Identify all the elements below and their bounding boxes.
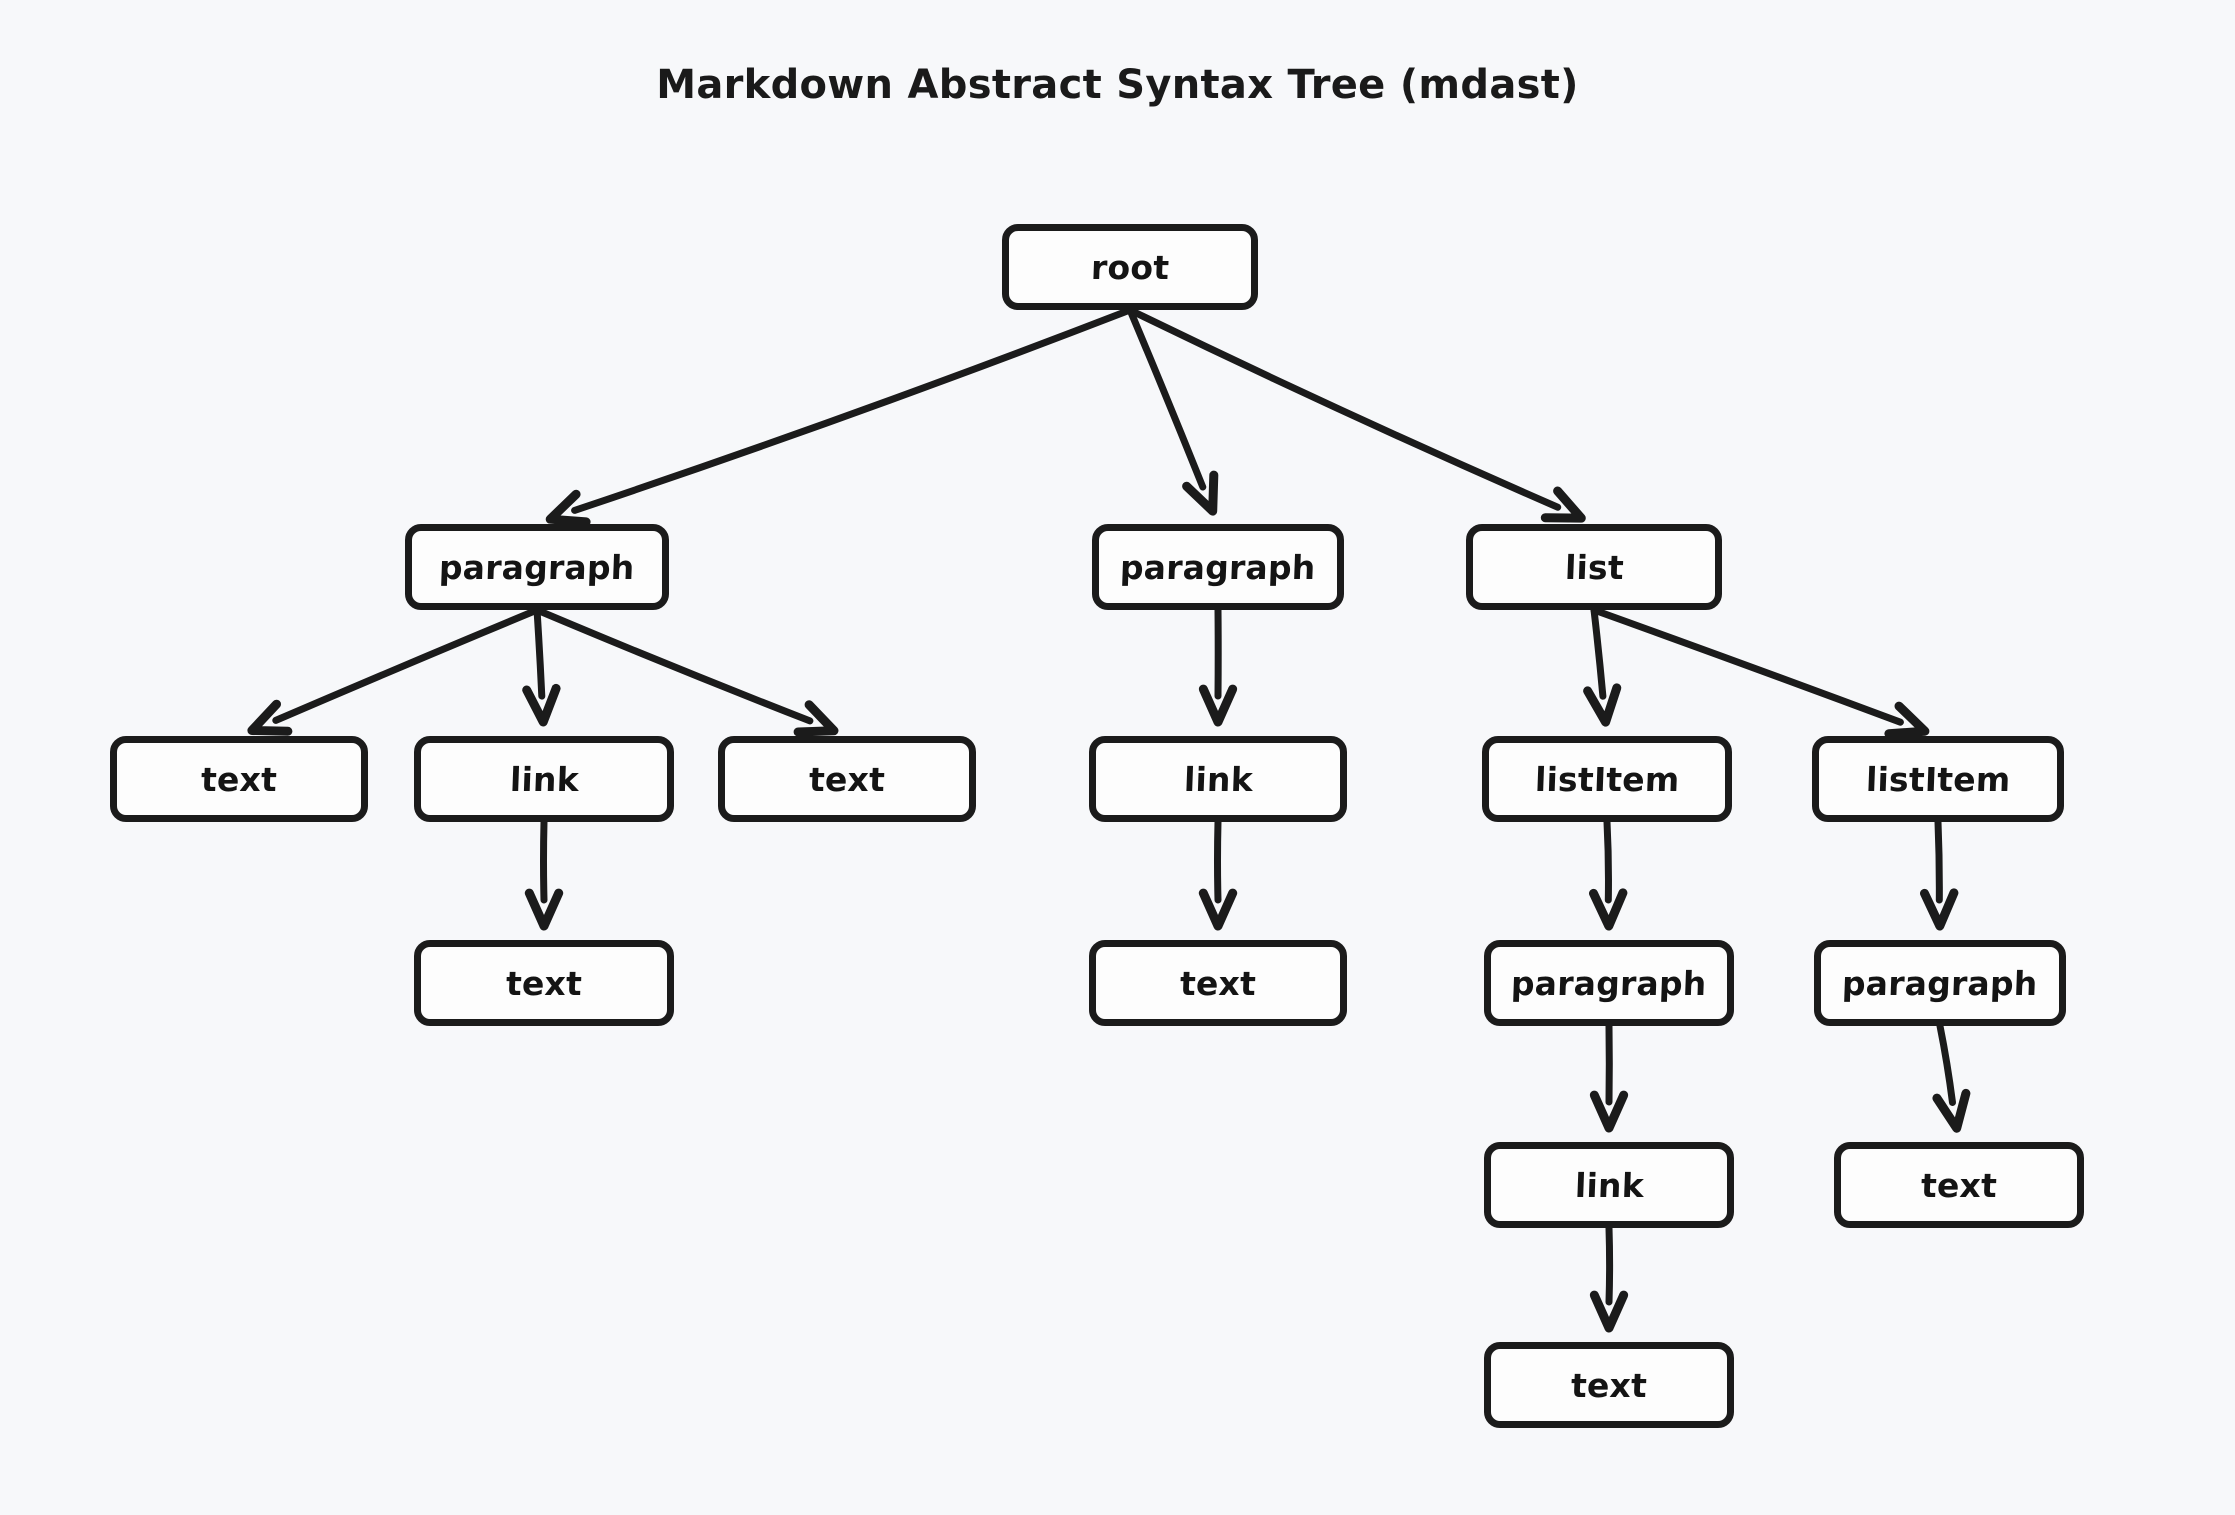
arrowhead-icon (550, 494, 586, 522)
arrowhead-icon (1594, 893, 1623, 926)
edge-line (1940, 1026, 1953, 1103)
node-list[interactable]: list (1466, 524, 1722, 610)
edge-p1-to-t1 (252, 610, 537, 731)
arrowhead-icon (1588, 688, 1617, 722)
edge-line (575, 310, 1130, 510)
node-li2[interactable]: listItem (1812, 736, 2064, 822)
arrowhead-icon (252, 704, 288, 731)
edge-p2-to-lnk2 (1203, 610, 1232, 722)
edge-line (1938, 822, 1939, 900)
edge-line (1609, 1228, 1610, 1302)
arrowhead-icon (1545, 491, 1581, 518)
edge-line (537, 610, 810, 721)
node-label: link (1183, 760, 1253, 799)
node-label: list (1564, 548, 1624, 587)
edge-line (276, 610, 537, 720)
arrowhead-icon (1203, 689, 1232, 722)
node-label: text (200, 760, 277, 799)
node-p4[interactable]: paragraph (1814, 940, 2066, 1026)
arrowhead-icon (798, 705, 834, 732)
node-label: text (505, 964, 582, 1003)
node-label: text (1179, 964, 1256, 1003)
node-label: text (1920, 1166, 1997, 1205)
edge-list-to-li2 (1594, 610, 1925, 734)
arrowhead-icon (529, 893, 558, 926)
arrowhead-icon (1937, 1093, 1966, 1128)
node-label: paragraph (439, 548, 636, 587)
arrowhead-icon (1203, 893, 1232, 926)
arrowhead-icon (1925, 893, 1954, 926)
edge-lnk1-to-t3 (529, 822, 558, 926)
edge-line (1594, 610, 1603, 696)
node-t3[interactable]: text (414, 940, 674, 1026)
edge-root-to-list (1130, 310, 1581, 518)
edge-p3-to-lnk3 (1594, 1026, 1623, 1128)
node-lnk2[interactable]: link (1089, 736, 1347, 822)
arrowhead-icon (527, 688, 556, 722)
node-li1[interactable]: listItem (1482, 736, 1732, 822)
node-lnk1[interactable]: link (414, 736, 674, 822)
arrowhead-icon (1594, 1095, 1623, 1128)
node-t4[interactable]: text (1089, 940, 1347, 1026)
node-t5[interactable]: text (1834, 1142, 2084, 1228)
edge-line (1607, 822, 1608, 900)
node-label: root (1090, 248, 1170, 287)
edge-line (537, 610, 542, 696)
edge-li2-to-p4 (1925, 822, 1954, 926)
node-label: link (509, 760, 579, 799)
node-root[interactable]: root (1002, 224, 1258, 310)
node-p2[interactable]: paragraph (1092, 524, 1344, 610)
edge-line (544, 822, 545, 900)
node-label: paragraph (1120, 548, 1317, 587)
node-t1[interactable]: text (110, 736, 368, 822)
edge-root-to-p2 (1130, 310, 1214, 511)
node-label: paragraph (1511, 964, 1708, 1003)
edge-line (1130, 310, 1203, 487)
arrowhead-icon (1594, 1295, 1623, 1328)
node-label: paragraph (1842, 964, 2039, 1003)
edge-li1-to-p3 (1594, 822, 1623, 926)
edge-root-to-p1 (550, 310, 1130, 522)
node-label: link (1574, 1166, 1644, 1205)
edge-list-to-li1 (1588, 610, 1617, 722)
edge-p4-to-t5 (1937, 1026, 1966, 1128)
edge-line (1218, 822, 1219, 900)
arrowhead-icon (1187, 475, 1214, 511)
node-p3[interactable]: paragraph (1484, 940, 1734, 1026)
arrowhead-icon (1889, 706, 1925, 734)
node-lnk3[interactable]: link (1484, 1142, 1734, 1228)
edge-line (1594, 610, 1900, 722)
edge-lnk3-to-t6 (1594, 1228, 1623, 1328)
node-label: listItem (1865, 760, 2011, 799)
node-t6[interactable]: text (1484, 1342, 1734, 1428)
node-label: text (808, 760, 885, 799)
node-p1[interactable]: paragraph (405, 524, 669, 610)
node-label: text (1570, 1366, 1647, 1405)
edge-line (1130, 310, 1558, 507)
node-label: listItem (1534, 760, 1680, 799)
edge-p1-to-t2 (537, 610, 834, 732)
edge-lnk2-to-t4 (1203, 822, 1232, 926)
edge-p1-to-lnk1 (527, 610, 556, 722)
node-t2[interactable]: text (718, 736, 976, 822)
page-title: Markdown Abstract Syntax Tree (mdast) (0, 62, 2235, 108)
